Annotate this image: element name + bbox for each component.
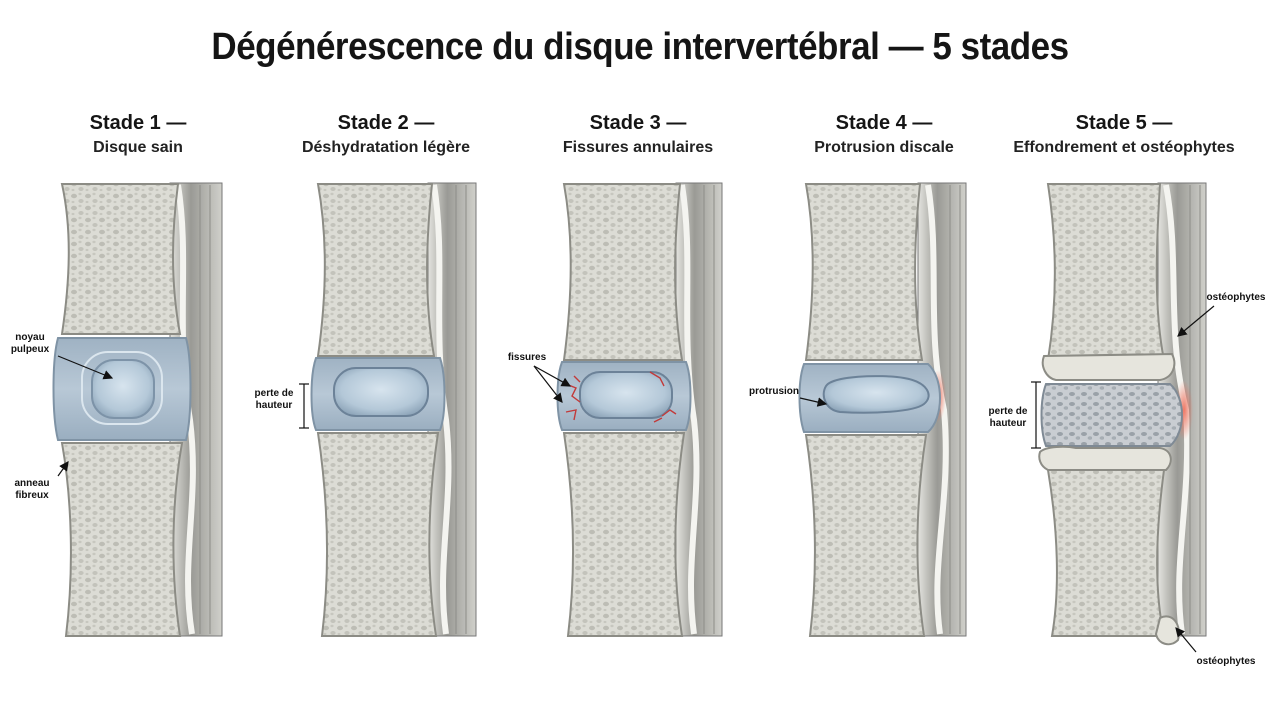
label-perte-hauteur-stade2: perte de hauteur	[254, 388, 294, 411]
arrow-fissures-2	[533, 365, 563, 403]
stage-5-header: Stade 5 — Effondrement et ostéophytes	[1004, 110, 1244, 160]
arrow-noyau	[57, 355, 114, 380]
stage-5-subtitle: Effondrement et ostéophytes	[1013, 139, 1235, 156]
stage-4-title: Stade 4 —	[835, 112, 933, 134]
label-noyau-pulpeux: noyau pulpeux	[10, 332, 50, 355]
page-title: Dégénérescence du disque intervertébral …	[211, 26, 1069, 68]
stage-4-illustration	[798, 182, 967, 637]
vertebra-upper	[1041, 183, 1176, 381]
stage-2-header: Stade 2 — Déshydratation légère	[266, 110, 506, 160]
stage-4-header: Stade 4 — Protrusion discale	[764, 110, 1004, 160]
nucleus-pulposus	[333, 367, 429, 417]
stage-1-illustration	[52, 182, 223, 637]
vertebra-lower	[1038, 445, 1180, 646]
stage-3-subtitle: Fissures annulaires	[562, 139, 714, 156]
stage-3-illustration	[556, 182, 723, 637]
vertebra-lower	[804, 434, 928, 637]
vertebra-upper	[562, 183, 684, 361]
arrow-fissures-1	[533, 365, 572, 387]
vertebra-upper	[60, 183, 182, 335]
stage-1-subtitle: Disque sain	[93, 139, 183, 156]
stage-2-title: Stade 2 —	[337, 112, 435, 134]
intervertebral-disc	[310, 357, 446, 431]
intervertebral-disc	[52, 337, 192, 441]
arrow-anneau	[57, 461, 69, 477]
arrow-protrusion	[799, 397, 828, 407]
vertebra-lower	[60, 442, 184, 637]
stage-5-illustration	[1038, 182, 1207, 646]
stage-2-illustration	[310, 182, 477, 637]
vertebra-lower	[562, 432, 686, 637]
osteophyte-lower	[1038, 445, 1172, 471]
label-fissures: fissures	[507, 352, 547, 363]
stage-2-subtitle: Déshydratation légère	[301, 139, 471, 156]
vertebra-upper	[804, 183, 924, 361]
stage-3-header: Stade 3 — Fissures annulaires	[518, 110, 758, 160]
osteophyte-upper	[1041, 352, 1176, 381]
label-protrusion: protrusion	[749, 386, 799, 397]
stage-4-subtitle: Protrusion discale	[814, 139, 954, 156]
arrow-osteo-top	[1177, 305, 1215, 337]
label-perte-hauteur-stade5: perte de hauteur	[988, 406, 1028, 429]
label-osteophytes-top: ostéophytes	[1206, 292, 1266, 303]
nucleus-pulposus	[91, 359, 155, 419]
collapsed-disc	[1040, 383, 1183, 447]
label-anneau-fibreux: anneau fibreux	[14, 478, 50, 501]
intervertebral-disc	[556, 361, 692, 431]
intervertebral-disc	[798, 363, 941, 433]
stage-1-header: Stade 1 — Disque sain	[18, 110, 258, 160]
stage-3-title: Stade 3 —	[589, 112, 687, 134]
label-osteophytes-bottom: ostéophytes	[1196, 656, 1256, 667]
nucleus-pulposus	[822, 375, 930, 414]
nucleus-pulposus	[579, 371, 673, 419]
vertebra-upper	[316, 183, 436, 357]
stage-5-title: Stade 5 —	[1075, 112, 1173, 134]
osteophyte-bottom	[1154, 615, 1180, 646]
vertebra-lower	[316, 432, 440, 637]
stage-1-title: Stade 1 —	[89, 112, 187, 134]
annotation-lines	[57, 305, 1215, 653]
spinal-canal	[427, 182, 477, 637]
arrow-osteo-bottom	[1175, 627, 1197, 653]
spinal-canal	[917, 182, 967, 637]
